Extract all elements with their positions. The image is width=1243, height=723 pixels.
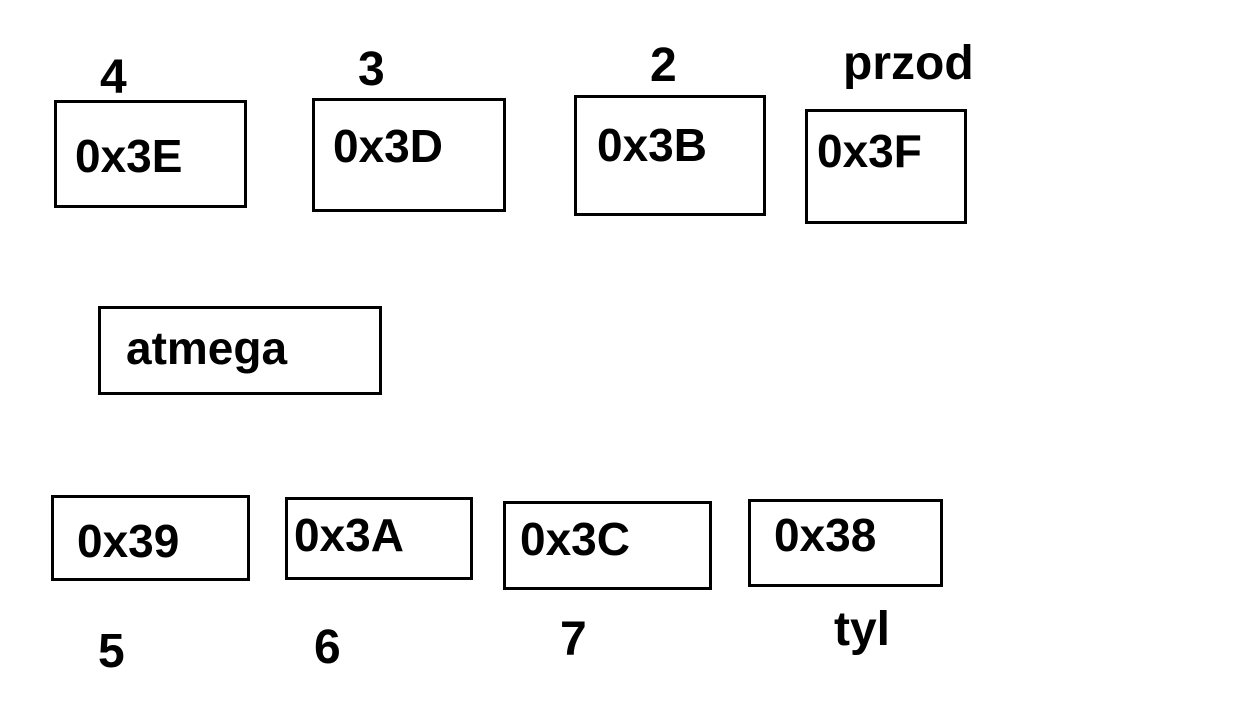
sensor-box-6: 0x3A bbox=[285, 497, 473, 580]
sensor-box-4: 0x3E bbox=[54, 100, 247, 208]
sensor-address-7: 0x3C bbox=[520, 513, 630, 565]
sensor-label-4: 4 bbox=[100, 51, 127, 104]
sensor-box-przod: 0x3F bbox=[805, 109, 967, 224]
sensor-address-5: 0x39 bbox=[77, 515, 180, 567]
sensor-box-7: 0x3C bbox=[503, 501, 712, 590]
sensor-address-przod: 0x3F bbox=[817, 125, 922, 177]
sensor-address-tyl: 0x38 bbox=[774, 509, 877, 561]
sensor-label-7: 7 bbox=[560, 613, 587, 666]
sensor-label-3: 3 bbox=[358, 43, 385, 96]
sensor-box-tyl: 0x38 bbox=[748, 499, 943, 587]
sensor-box-2: 0x3B bbox=[574, 95, 766, 216]
controller-label: atmega bbox=[126, 322, 288, 374]
sensor-label-przod: przod bbox=[843, 37, 974, 90]
sensor-address-6: 0x3A bbox=[294, 509, 404, 561]
controller-box: atmega bbox=[98, 306, 382, 395]
sensor-label-2: 2 bbox=[650, 39, 677, 92]
sensor-label-tyl: tyl bbox=[834, 603, 891, 656]
sensor-box-5: 0x39 bbox=[51, 495, 250, 581]
sensor-label-6: 6 bbox=[314, 621, 341, 674]
sensor-box-3: 0x3D bbox=[312, 98, 506, 212]
sensor-address-2: 0x3B bbox=[597, 119, 707, 171]
sensor-label-5: 5 bbox=[98, 625, 125, 678]
sensor-address-3: 0x3D bbox=[333, 120, 443, 172]
sensor-address-4: 0x3E bbox=[75, 130, 183, 182]
